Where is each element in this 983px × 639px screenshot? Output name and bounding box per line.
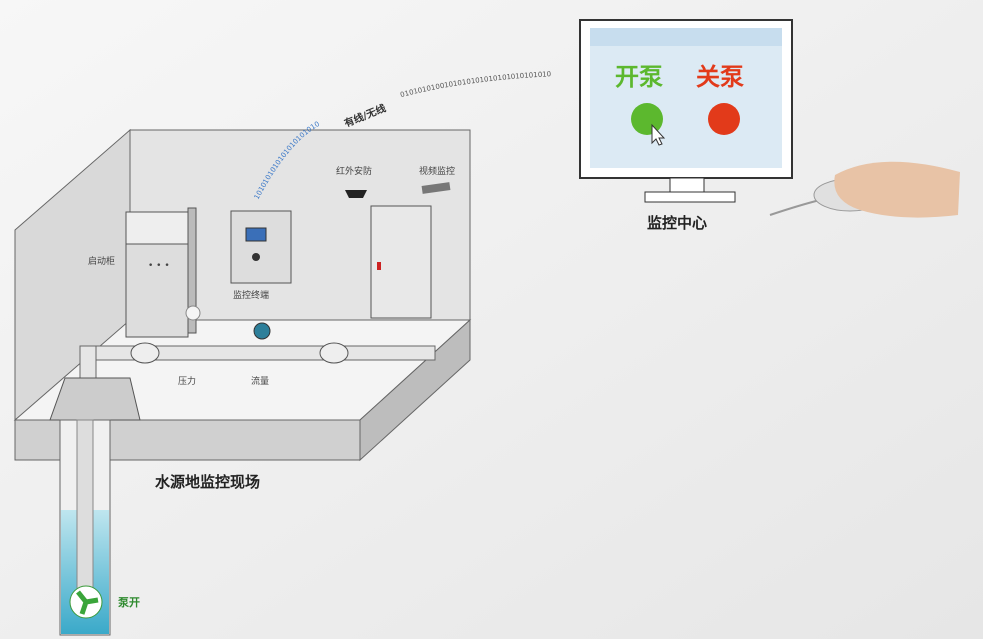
video-label: 视频监控	[419, 165, 455, 177]
hand-cursor-icon	[651, 123, 666, 146]
starter-label: 启动柜	[88, 255, 115, 267]
svg-text:• • •: • • •	[148, 261, 170, 271]
video-camera-icon	[421, 182, 451, 194]
stop-pump-label: 关泵	[696, 63, 744, 91]
infrared-sensor-icon	[345, 190, 367, 198]
pump-status: 泵开	[118, 596, 140, 609]
terminal-label: 监控终端	[233, 289, 269, 301]
start-pump-button[interactable]	[631, 103, 663, 135]
site-title: 水源地监控现场	[155, 473, 260, 491]
center-title: 监控中心	[647, 214, 707, 232]
monitoring-site: • • • 启动柜 监控终端 红外安防 视频监控 压力 流量	[13, 128, 472, 636]
stop-pump-button[interactable]	[708, 103, 740, 135]
starter-cabinet: • • •	[125, 207, 197, 338]
monitoring-terminal	[230, 210, 292, 284]
hand-icon	[834, 161, 960, 218]
infrared-label: 红外安防	[336, 165, 372, 177]
flow-label: 流量	[251, 375, 269, 387]
pressure-gauge-icon	[185, 305, 201, 321]
pressure-label: 压力	[178, 375, 196, 387]
monitor: 开泵 关泵	[579, 19, 793, 203]
start-pump-label: 开泵	[615, 63, 663, 91]
flow-meter-icon	[253, 322, 271, 340]
